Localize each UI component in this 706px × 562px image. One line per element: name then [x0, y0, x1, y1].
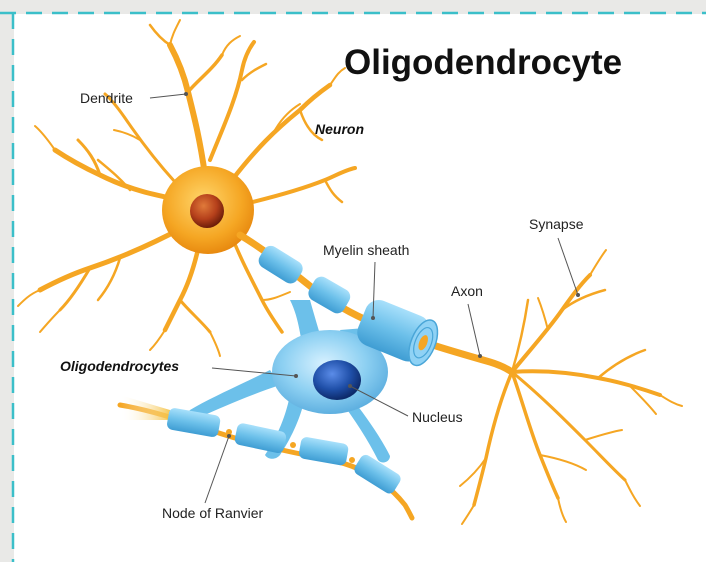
- node-of-ranvier-label: Node of Ranvier: [162, 505, 264, 521]
- label-dendrite: Dendrite: [80, 90, 188, 106]
- axon-label: Axon: [451, 283, 483, 299]
- diagram-title: Oligodendrocyte: [344, 43, 622, 82]
- label-axon: Axon: [451, 283, 483, 358]
- myelin-sheath-label: Myelin sheath: [323, 242, 409, 258]
- nucleus-label: Nucleus: [412, 409, 463, 425]
- axon-terminal-branches: [460, 250, 682, 524]
- oligodendrocyte-nucleus: [313, 360, 361, 400]
- label-synapse: Synapse: [529, 216, 584, 297]
- neuron-nucleus: [190, 194, 224, 228]
- oligodendrocytes-label: Oligodendrocytes: [60, 358, 179, 374]
- neuron-label: Neuron: [315, 121, 364, 137]
- lower-axon: [120, 395, 412, 518]
- dendrite-label: Dendrite: [80, 90, 133, 106]
- synapse-label: Synapse: [529, 216, 584, 232]
- label-node-of-ranvier: Node of Ranvier: [162, 434, 264, 521]
